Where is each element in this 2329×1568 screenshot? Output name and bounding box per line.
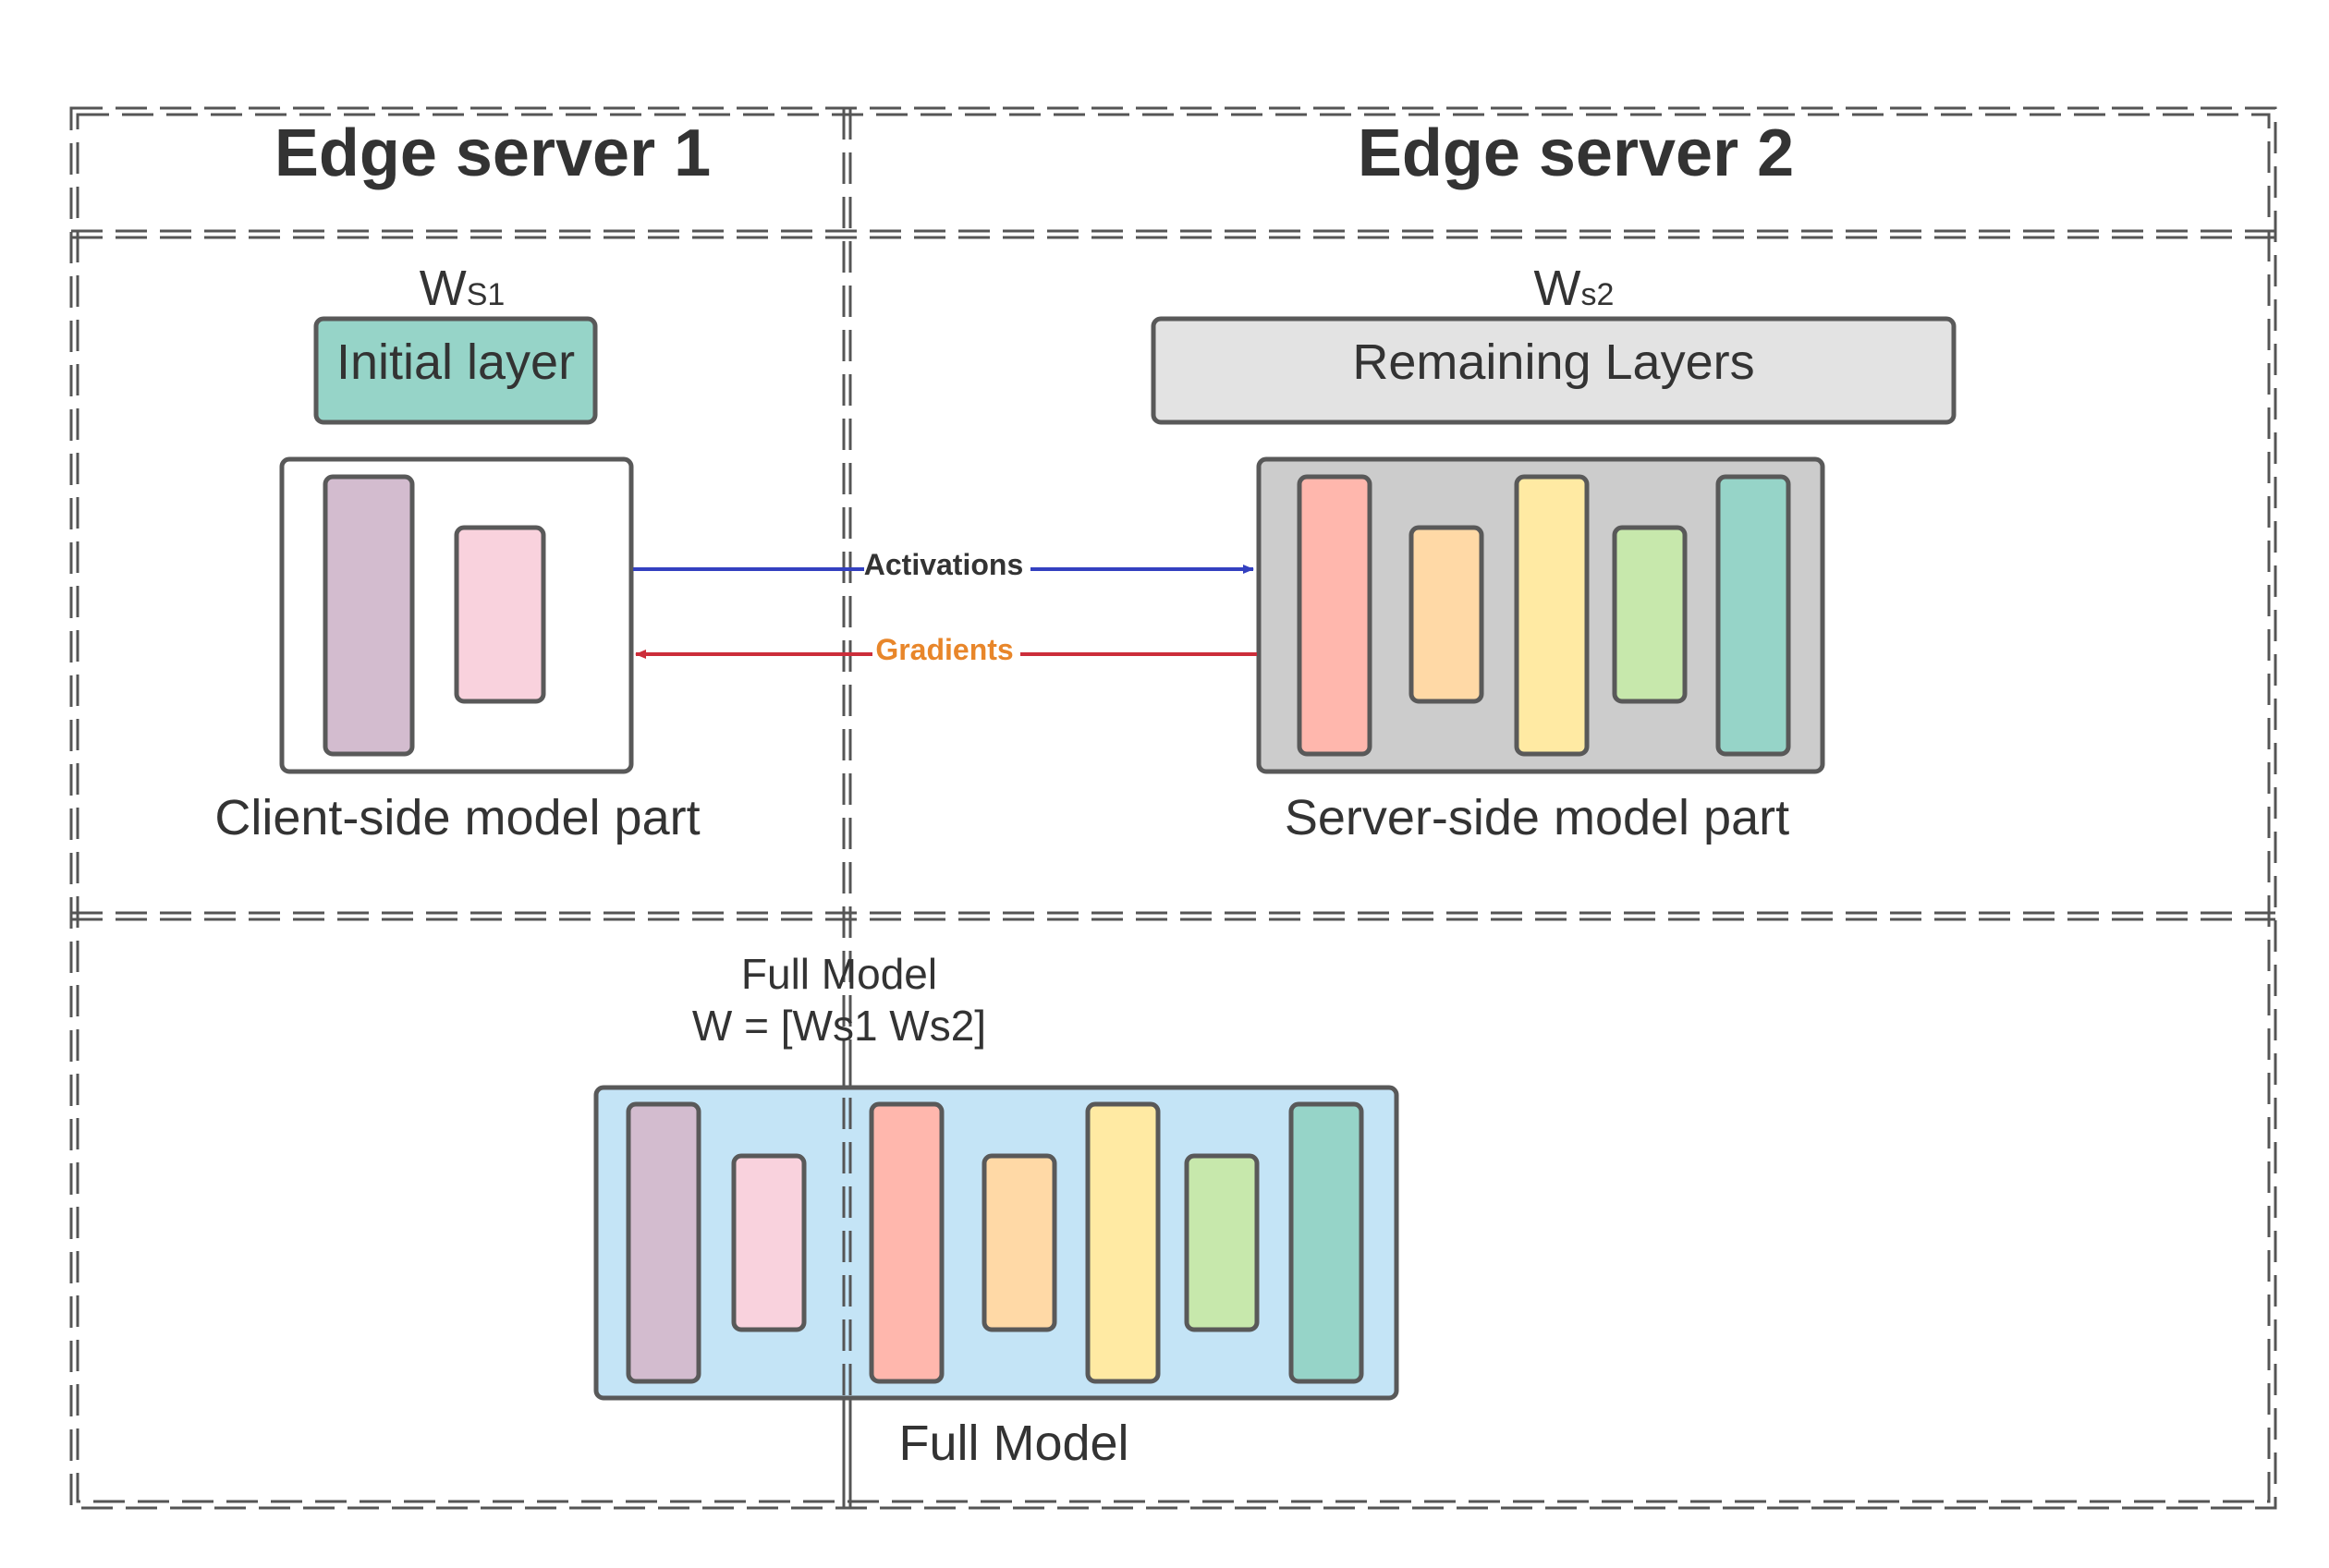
remaining-layers-box [1151,316,1957,425]
full-layer-block [1085,1101,1161,1384]
ws1-main: W [420,261,467,316]
server-layer-block [1514,474,1590,757]
server-layer-block [1612,525,1688,704]
server-layer-block [1408,525,1484,704]
full-model-heading: Full Model [741,950,937,998]
full-model-formula: W = [Ws1 Ws2] [692,1002,986,1050]
client-layer-block [454,525,546,704]
client-layer-block [323,474,415,757]
server-model-caption: Server-side model part [1285,790,1789,845]
ws2-label: Ws2 [1534,261,1615,316]
full-layer-block [982,1153,1057,1332]
full-layer-block [731,1153,807,1332]
gradients-label: Gradients [875,633,1013,666]
ws1-label: WS1 [420,261,506,316]
initial-layer-box [313,316,598,425]
gradients-label-bg [872,633,1020,670]
full-layer-block [626,1101,701,1384]
ws2-main: W [1534,261,1581,316]
ws2-sub: s2 [1581,277,1615,312]
full-layer-block [1184,1153,1260,1332]
initial-layer-label: Initial layer [336,334,575,390]
activations-label-bg [864,547,1030,584]
ws1-sub: S1 [467,277,506,312]
server-layer-block [1297,474,1372,757]
full-model-caption: Full Model [898,1416,1128,1471]
edge-server-1-title: Edge server 1 [274,116,711,190]
client-model-caption: Client-side model part [214,790,700,845]
server-layer-block [1715,474,1791,757]
full-layer-block [1288,1101,1364,1384]
edge-server-2-title: Edge server 2 [1358,116,1794,190]
activations-label: Activations [864,548,1023,581]
full-layer-block [869,1101,945,1384]
remaining-layers-label: Remaining Layers [1352,334,1754,390]
